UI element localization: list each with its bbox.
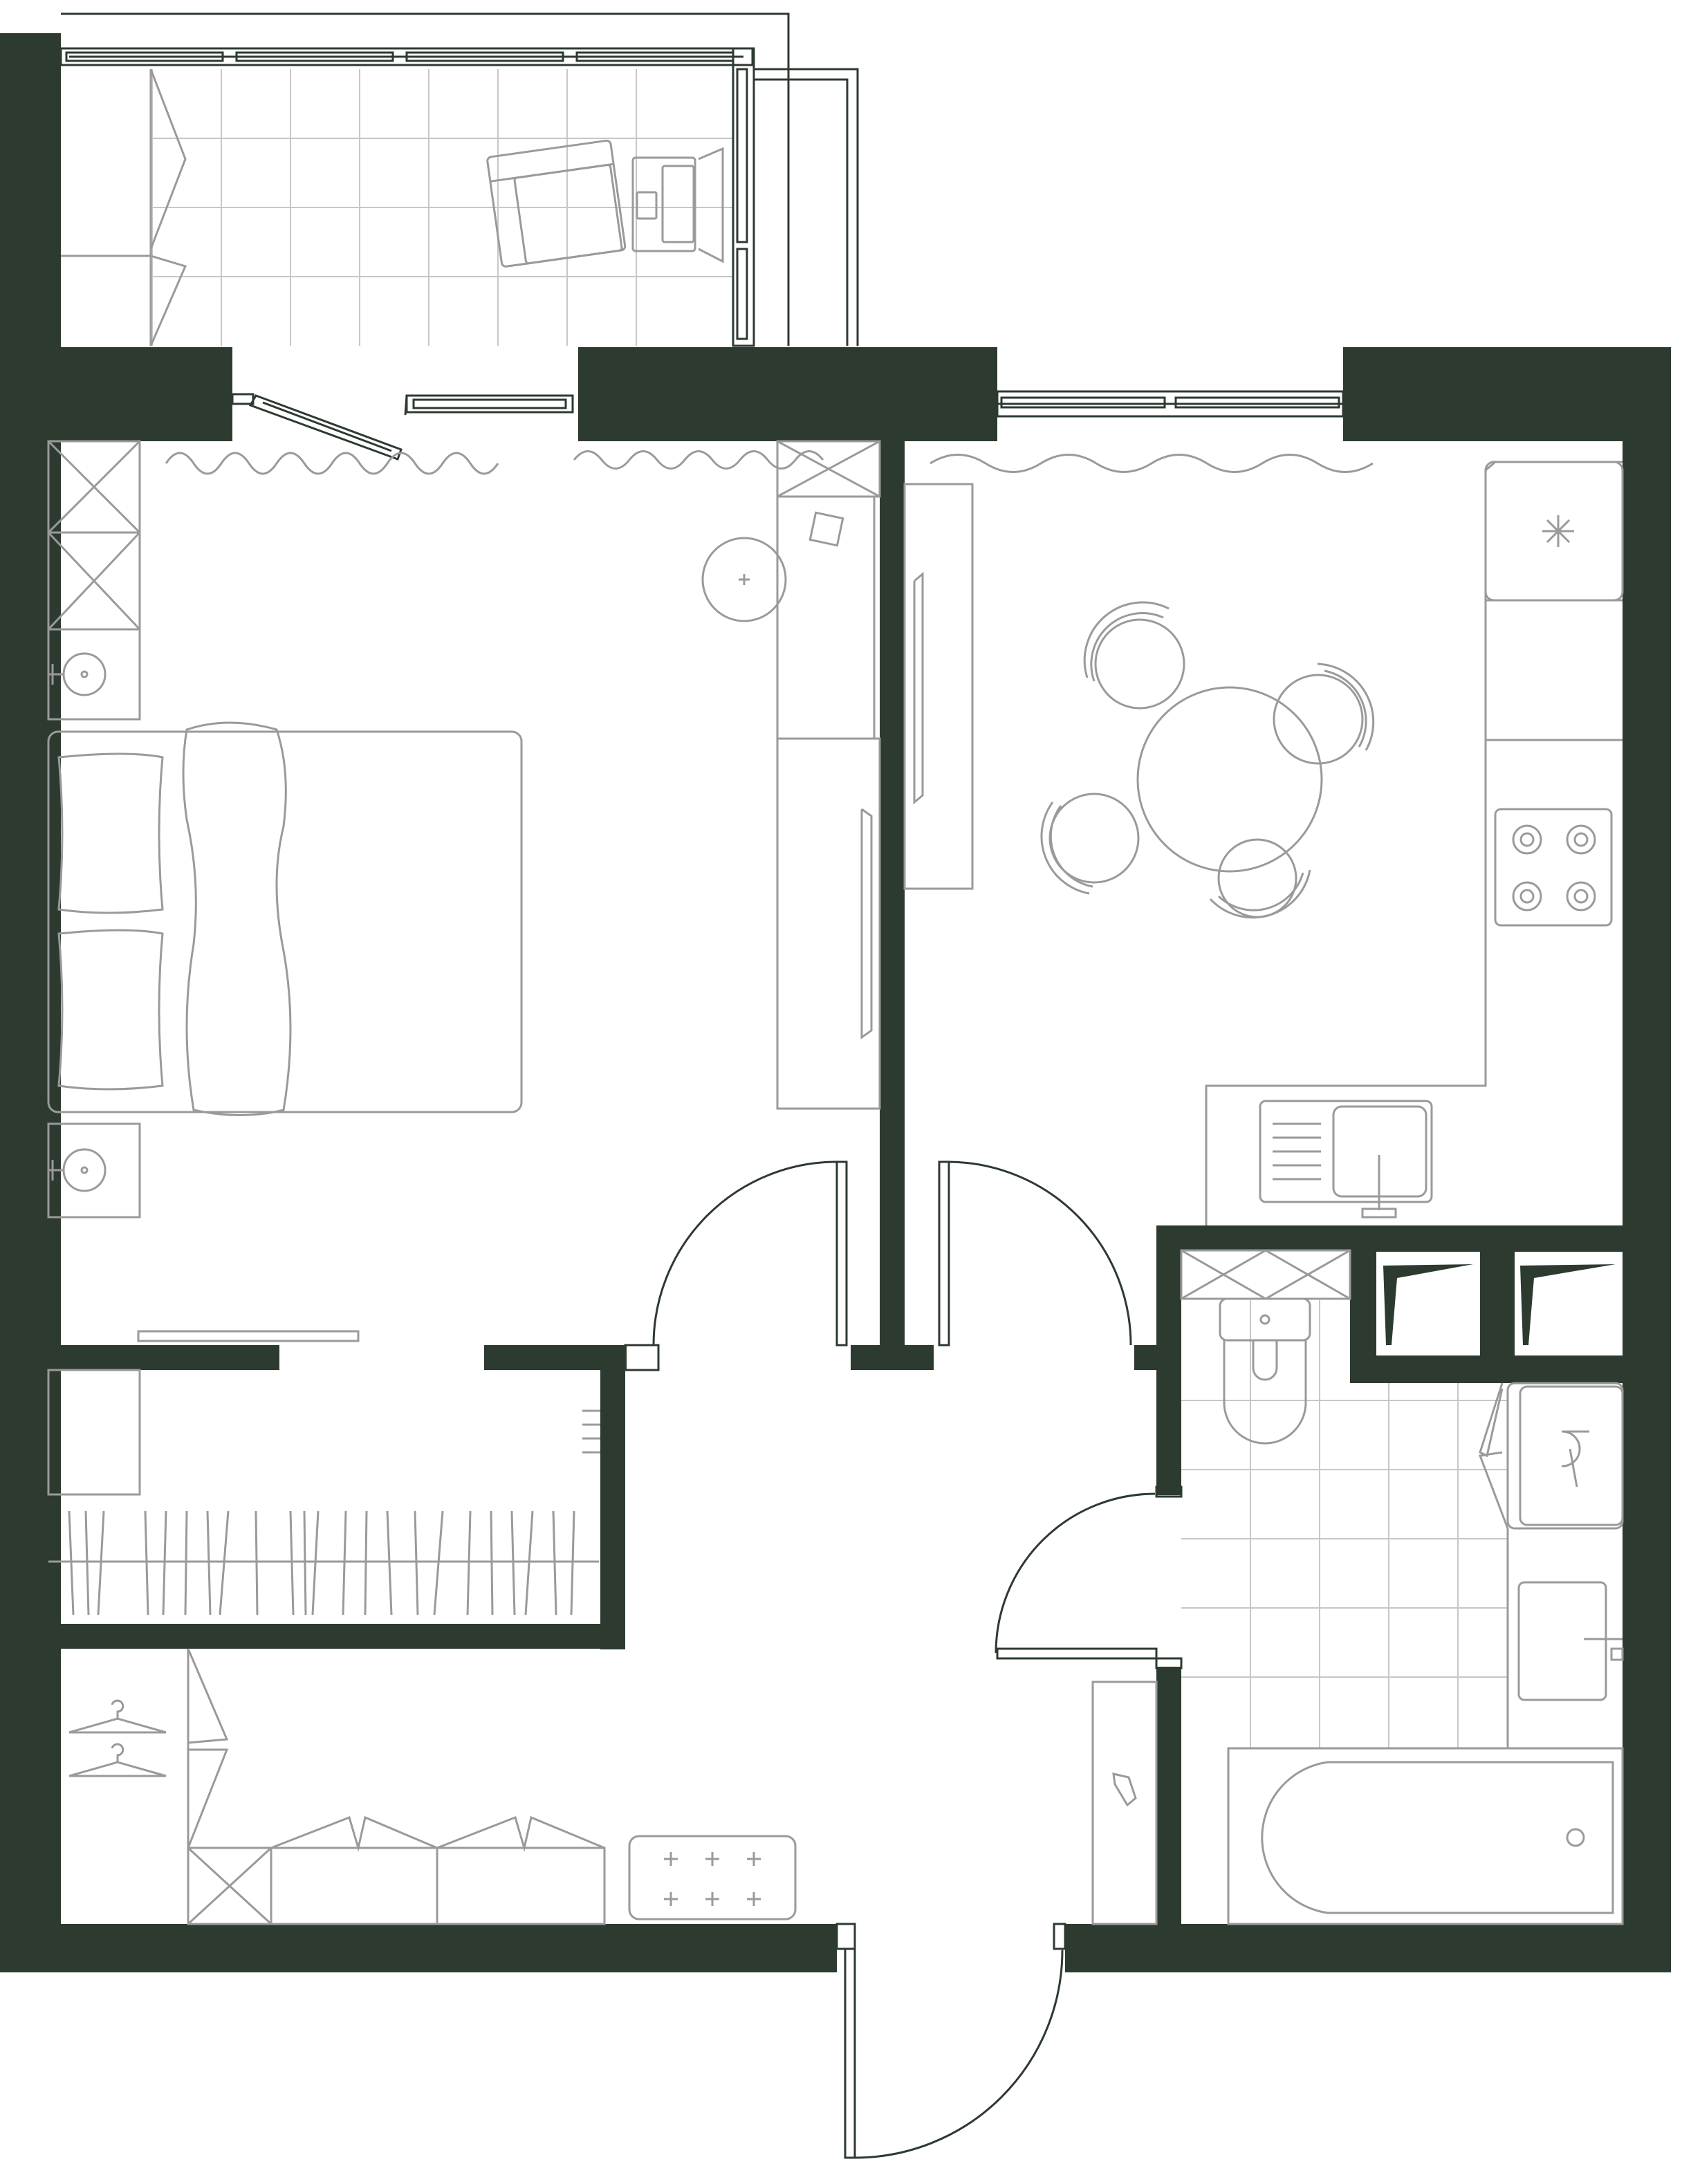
entrance-door — [835, 1923, 1066, 2159]
shoe-icon — [1112, 1773, 1137, 1807]
bedroom-door — [624, 1160, 848, 1371]
balcony-door — [248, 394, 403, 461]
desk — [631, 147, 724, 263]
chair — [1273, 674, 1364, 765]
armchair — [486, 139, 627, 268]
nightstand-bottom — [47, 1122, 141, 1219]
hanging-clothes — [68, 1510, 575, 1616]
chair — [1094, 618, 1185, 710]
wall-bottom-right — [1065, 1924, 1671, 1972]
shoe-cabinet — [187, 1815, 606, 1925]
bathroom — [1180, 1249, 1624, 1925]
round-table — [701, 537, 787, 622]
toilet — [1219, 1297, 1311, 1445]
balcony-floor-tiles — [151, 69, 733, 346]
bathroom-door — [995, 1486, 1183, 1669]
wall-left — [0, 33, 61, 1971]
dining-table — [1040, 601, 1375, 919]
bedroom-window — [231, 391, 578, 416]
refrigerator — [1484, 461, 1624, 602]
wall-bottom-left — [0, 1924, 837, 1972]
washing-machine — [1478, 1382, 1624, 1530]
shoe-rack — [1091, 1681, 1158, 1925]
wall-top-left — [61, 347, 232, 441]
sliding-door — [137, 1330, 360, 1342]
cooktop — [1494, 808, 1613, 927]
walls — [0, 33, 1671, 1972]
kitchen — [1040, 461, 1624, 1225]
wall-top-middle — [578, 347, 997, 441]
double-bed — [47, 721, 523, 1116]
kitchen-sink — [1259, 1100, 1433, 1219]
balcony — [59, 12, 859, 347]
wall-bedroom-kitchen — [880, 441, 905, 1347]
wall-wardrobe-hall — [600, 1345, 625, 1649]
curtain-kitchen — [930, 454, 1374, 473]
shelves — [582, 1409, 600, 1454]
bedroom — [47, 440, 974, 1342]
wall-right — [1623, 347, 1671, 1972]
coat-hangers — [68, 1699, 167, 1777]
curtain-bedroom-right — [573, 450, 824, 470]
tv-stand — [903, 483, 974, 890]
bathtub — [1227, 1747, 1624, 1925]
washbasin — [1506, 1528, 1624, 1748]
pouf — [628, 1835, 797, 1921]
balcony-window-side — [732, 47, 755, 347]
kitchen-door — [938, 1160, 1132, 1347]
wall-bedroom-wardrobe — [47, 1345, 279, 1370]
hallway — [68, 1648, 1158, 1925]
wall-top-right — [1343, 347, 1671, 441]
bedroom-wardrobe — [776, 440, 881, 1110]
bathroom-floor-tiles — [1181, 1300, 1508, 1748]
curtain-bedroom-left — [165, 452, 499, 475]
walk-in-wardrobe — [47, 1369, 600, 1616]
kitchen-window — [996, 347, 1344, 441]
nightstand-top — [47, 628, 141, 721]
